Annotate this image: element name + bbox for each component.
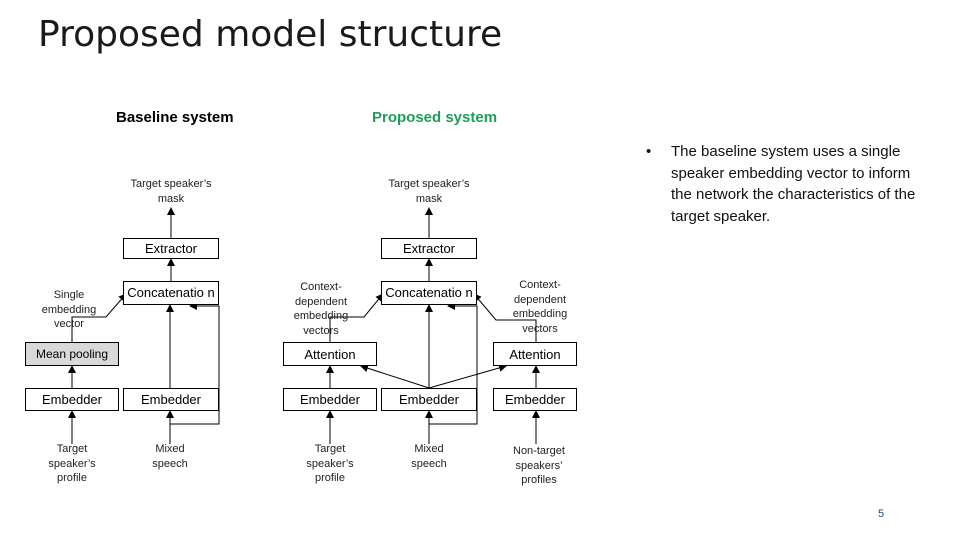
proposed-embedder-left-box: Embedder xyxy=(283,388,377,411)
bullet-symbol: • xyxy=(646,143,652,160)
proposed-attention-right-to-concat xyxy=(473,293,537,342)
proposed-concatenation-box: Concatenatio n xyxy=(381,281,477,305)
baseline-profile-label: Target speaker’s profile xyxy=(48,443,96,484)
baseline-system-heading: Baseline system xyxy=(116,109,234,126)
baseline-mask-label: Target speaker’s mask xyxy=(130,178,212,205)
proposed-attention-left-box: Attention xyxy=(283,342,377,366)
proposed-embedder-to-attention-right-query xyxy=(428,364,507,389)
nontarget-profiles-label: Non-target speakers’ profiles xyxy=(513,445,565,486)
bullet-text: The baseline system uses a single speake… xyxy=(671,143,916,225)
single-embedding-label: Single embedding vector xyxy=(41,289,97,330)
proposed-attention-right-box: Attention xyxy=(493,342,577,366)
mean-pooling-box: Mean pooling xyxy=(25,342,119,366)
proposed-embedder-right-box: Embedder xyxy=(493,388,577,411)
proposed-embedder-mid-box: Embedder xyxy=(381,388,477,411)
slide-title: Proposed model structure xyxy=(38,14,503,55)
bullet-note: • The baseline system uses a single spea… xyxy=(646,141,926,227)
proposed-profile-label: Target speaker’s profile xyxy=(306,443,354,484)
proposed-mask-label: Target speaker’s mask xyxy=(388,178,470,205)
proposed-system-heading: Proposed system xyxy=(372,109,498,126)
proposed-extractor-box: Extractor xyxy=(381,238,477,259)
proposed-mixed-speech-label: Mixed speech xyxy=(411,443,447,470)
baseline-embedder-right-box: Embedder xyxy=(123,388,219,411)
proposed-context-label-right: Context-dependent embedding vectors xyxy=(512,279,568,335)
proposed-context-label-left: Context-dependent embedding vectors xyxy=(293,281,349,337)
proposed-attention-left-to-concat xyxy=(329,293,384,342)
baseline-pooling-to-concat xyxy=(71,293,127,342)
proposed-embedder-to-attention-left-query xyxy=(360,364,430,389)
baseline-concatenation-box: Concatenatio n xyxy=(123,281,219,305)
baseline-extractor-box: Extractor xyxy=(123,238,219,259)
baseline-mixed-speech-label: Mixed speech xyxy=(152,443,188,470)
baseline-mixed-skip-to-concat xyxy=(170,302,220,425)
page-number: 5 xyxy=(878,508,885,520)
proposed-mixed-skip-to-concat xyxy=(429,302,478,425)
baseline-embedder-left-box: Embedder xyxy=(25,388,119,411)
